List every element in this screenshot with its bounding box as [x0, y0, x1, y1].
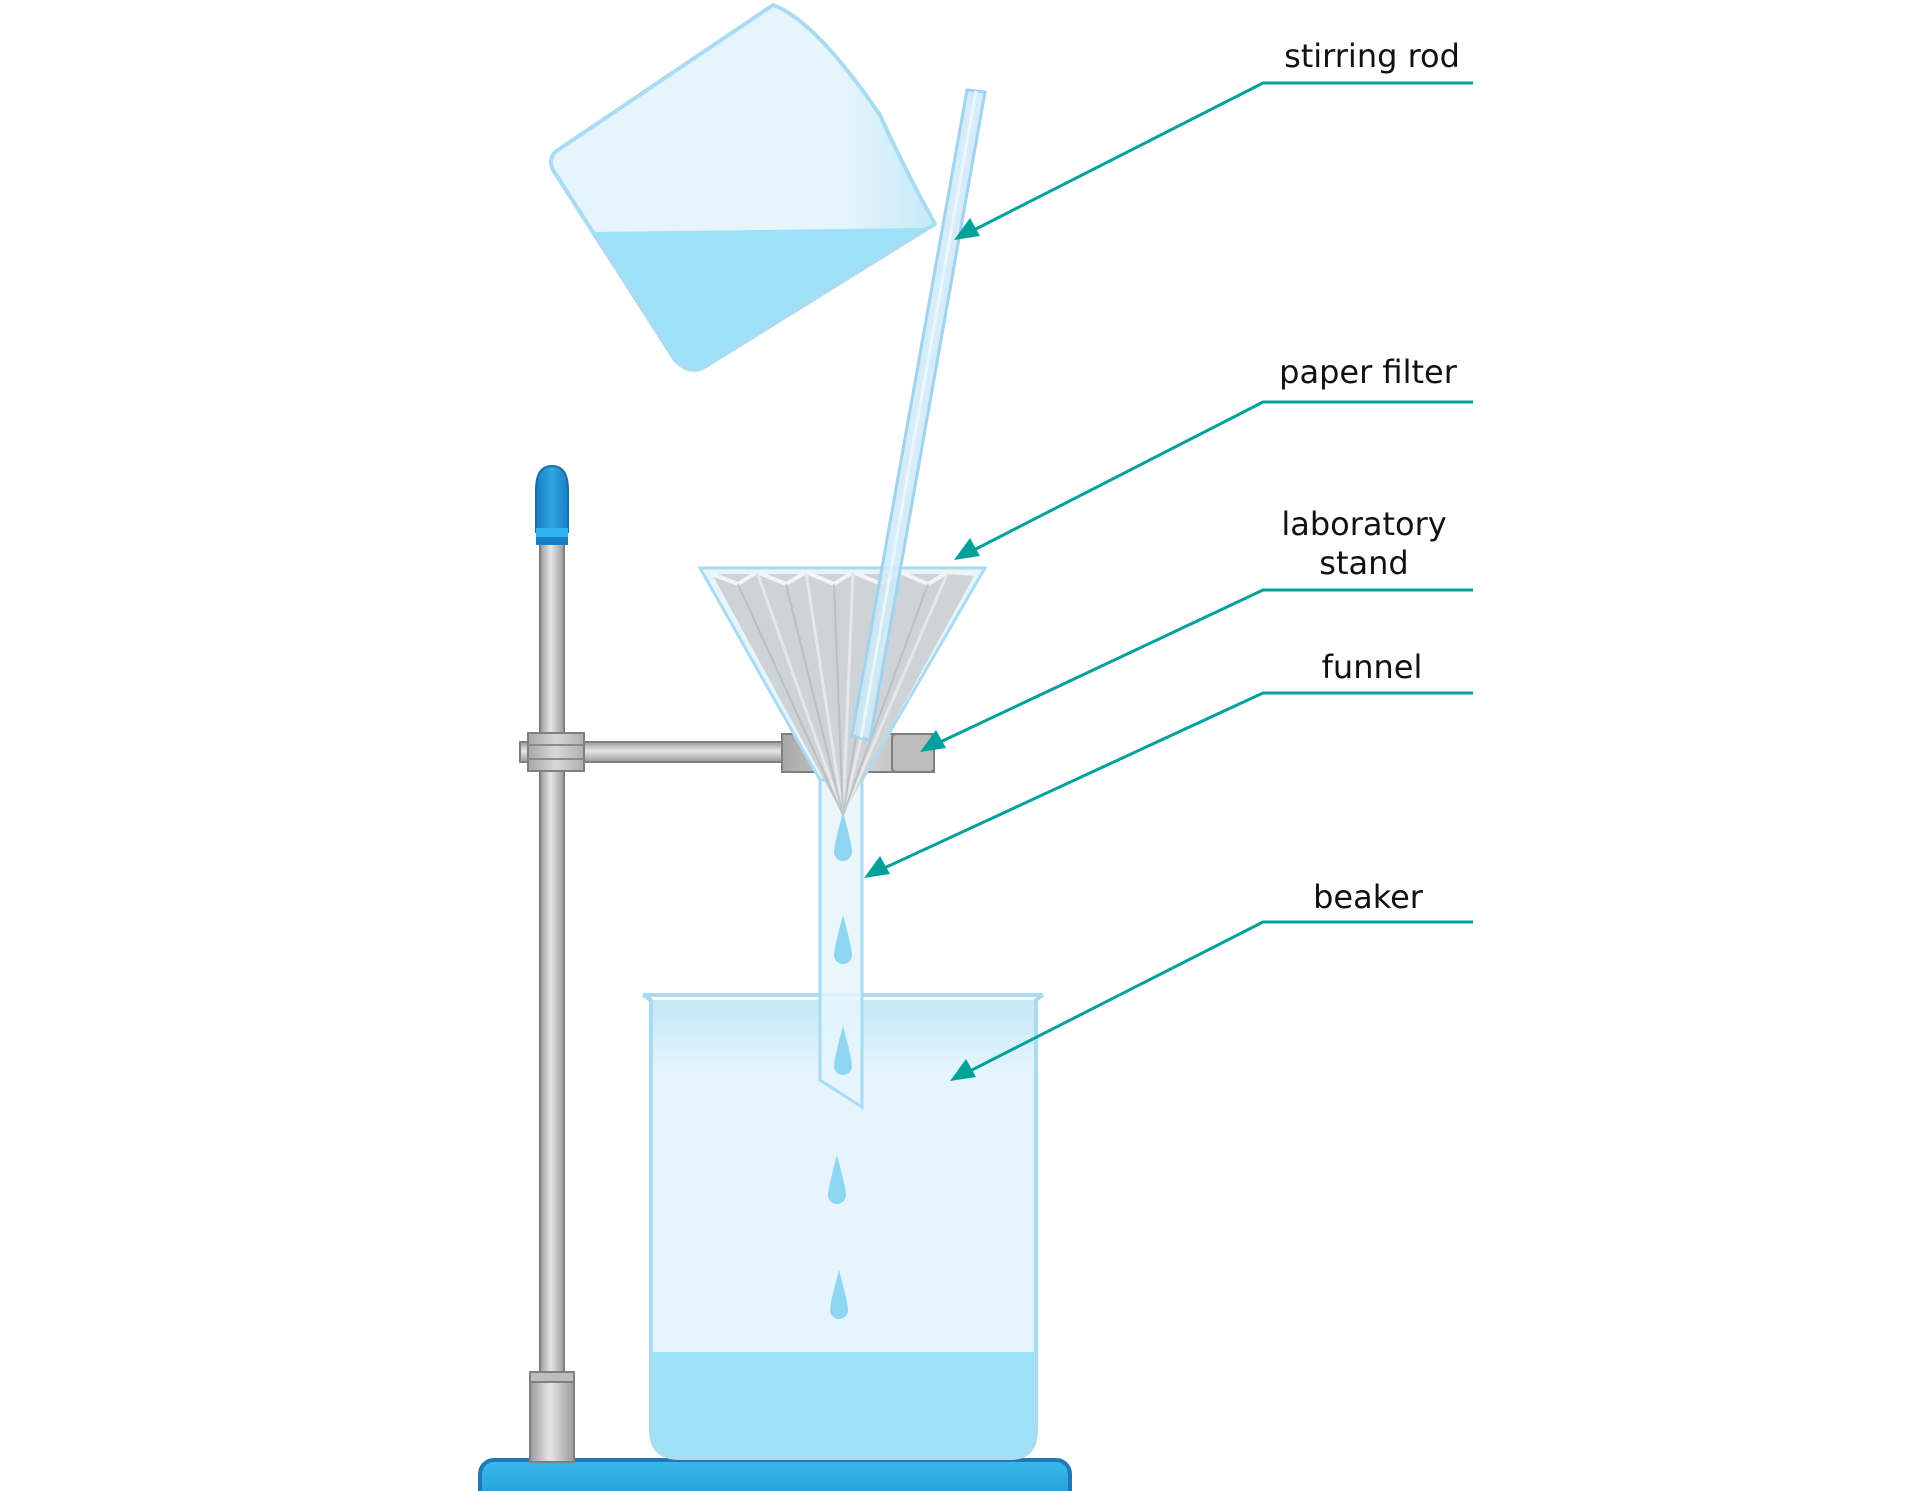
drop-5: [830, 1270, 848, 1319]
leader-paper-filter: [969, 400, 1473, 554]
label-stirring-rod: stirring rod: [1284, 37, 1460, 75]
label-laboratory-stand-line2: stand: [1319, 544, 1408, 582]
leader-funnel: [879, 691, 1473, 872]
boss-head-clamp: [527, 732, 585, 772]
leader-beaker: [965, 920, 1473, 1075]
paper-filter: [711, 570, 976, 816]
filtrate-liquid: [653, 1352, 1034, 1456]
arrowhead-stirring-rod: [954, 218, 980, 240]
stand-top-cap: [535, 464, 569, 545]
filtrate-drops: [828, 812, 852, 1319]
arrowhead-funnel: [864, 856, 890, 878]
leader-arrowheads: [864, 218, 980, 1081]
label-beaker: beaker: [1313, 878, 1424, 916]
drop-2: [834, 915, 852, 964]
drop-1: [834, 812, 852, 861]
label-laboratory-stand-line1: laboratory: [1281, 505, 1446, 543]
pouring-liquid: [593, 228, 925, 370]
callout-labels: stirring rod paper filter laboratory sta…: [1279, 37, 1460, 916]
drop-4: [828, 1155, 846, 1204]
stand-rod: [539, 539, 565, 1381]
leader-stirring-rod: [969, 81, 1473, 234]
drop-3: [834, 1026, 852, 1075]
label-paper-filter: paper filter: [1279, 353, 1458, 391]
label-funnel: funnel: [1322, 648, 1423, 686]
arrowhead-beaker: [950, 1059, 976, 1081]
stand-base-plate: [478, 1458, 1072, 1491]
laboratory-stand: [478, 464, 1072, 1491]
pouring-beaker: [548, 3, 937, 372]
stirring-rod: [850, 88, 987, 742]
stand-rod-socket: [529, 1371, 575, 1463]
arrowhead-paper-filter: [954, 538, 980, 560]
leader-lines: [879, 81, 1473, 1075]
leader-laboratory-stand: [935, 588, 1473, 746]
arrowhead-laboratory-stand: [920, 730, 946, 752]
